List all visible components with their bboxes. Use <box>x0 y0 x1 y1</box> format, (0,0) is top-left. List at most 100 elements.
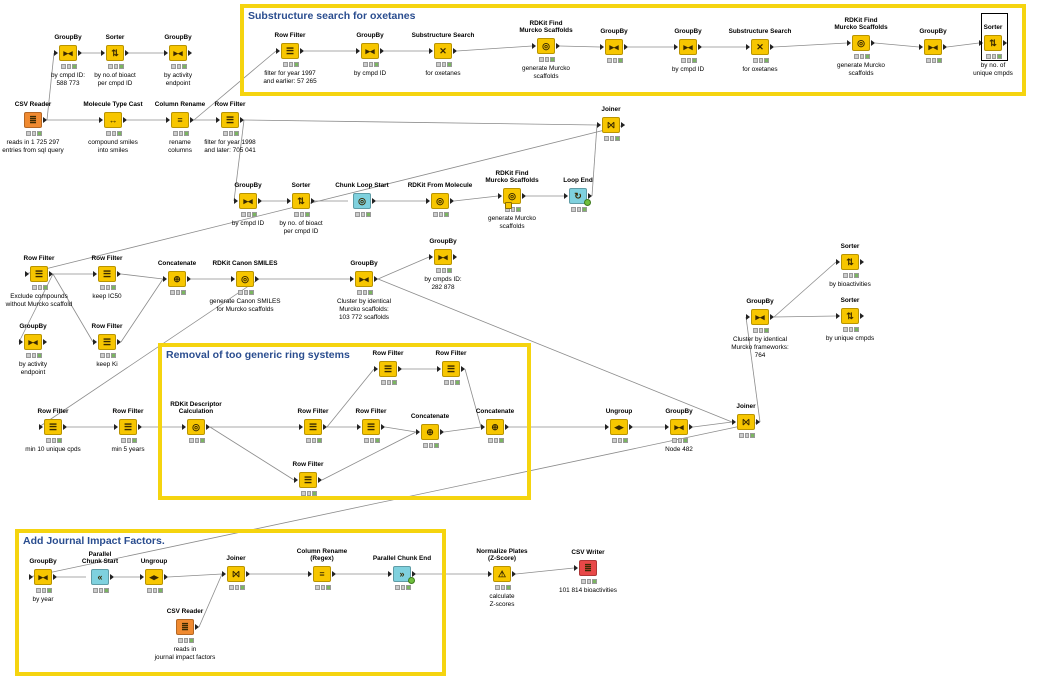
connection-n26-n27[interactable] <box>120 273 164 280</box>
connection-n28-n44[interactable] <box>38 278 260 428</box>
output-port[interactable] <box>770 314 774 320</box>
input-port[interactable] <box>140 574 144 580</box>
connection-n29-n48[interactable] <box>377 278 733 423</box>
ungroup-icon[interactable]: ◂▸ <box>610 419 628 435</box>
connection-n29-n30[interactable] <box>377 256 430 280</box>
connection-n34-n33[interactable] <box>773 261 837 318</box>
output-port[interactable] <box>412 571 416 577</box>
rowfilter-icon[interactable]: ☰ <box>30 266 48 282</box>
node-rdkit[interactable]: RDKit Find Murcko Scaffolds◎generate Mur… <box>462 170 562 230</box>
output-port[interactable] <box>756 419 760 425</box>
input-port[interactable] <box>388 571 392 577</box>
node-groupby[interactable]: GroupBy▸◂Cluster by identical Murcko fra… <box>710 298 810 359</box>
output-port[interactable] <box>63 424 67 430</box>
output-port[interactable] <box>770 44 774 50</box>
connection-n6-n8[interactable] <box>193 50 277 121</box>
rowfilter-icon[interactable]: ☰ <box>299 472 317 488</box>
node-concat[interactable]: Concatenate⊕ <box>380 413 480 448</box>
input-port[interactable] <box>564 193 568 199</box>
groupby-icon[interactable]: ▸◂ <box>605 39 623 55</box>
connection-n57-n52[interactable] <box>198 573 223 628</box>
connection-n43-n41[interactable] <box>321 431 417 481</box>
node-loopend[interactable]: Loop End↻ <box>528 177 628 212</box>
output-port[interactable] <box>195 624 199 630</box>
output-port[interactable] <box>300 48 304 54</box>
connection-n48-n34[interactable] <box>745 316 761 423</box>
output-port[interactable] <box>380 48 384 54</box>
node-sorter[interactable]: Sorter⇅by unique cmpds <box>800 297 900 342</box>
output-port[interactable] <box>512 571 516 577</box>
output-port[interactable] <box>258 198 262 204</box>
connection-n14-n15[interactable] <box>773 42 848 48</box>
node-concat[interactable]: Concatenate⊕ <box>445 408 545 443</box>
node-groupby[interactable]: GroupBy▸◂Node 482 <box>629 408 729 453</box>
input-port[interactable] <box>299 424 303 430</box>
node-concat[interactable]: Concatenate⊕ <box>127 260 227 295</box>
input-port[interactable] <box>847 40 851 46</box>
annotation-box[interactable]: Substructure search for oxetanes <box>240 4 1026 96</box>
connection-n4-n1[interactable] <box>46 52 55 121</box>
node-csvreader[interactable]: CSV Reader≣reads in journal impact facto… <box>135 608 235 661</box>
output-port[interactable] <box>125 50 129 56</box>
node-parend[interactable]: Parallel Chunk End» <box>352 555 452 590</box>
node-sorter[interactable]: Sorter⇅by no. of unique cmpds <box>943 13 1043 77</box>
csvreader-icon[interactable]: ≣ <box>24 112 42 128</box>
input-port[interactable] <box>665 424 669 430</box>
output-port[interactable] <box>240 117 244 123</box>
node-sorter[interactable]: Sorter⇅by no.of bioact per cmpd ID <box>65 34 165 87</box>
input-port[interactable] <box>216 117 220 123</box>
output-port[interactable] <box>110 574 114 580</box>
node-sorter[interactable]: Sorter⇅by no. of bioact per cmpd ID <box>251 182 351 235</box>
rowfilter-icon[interactable]: ☰ <box>379 361 397 377</box>
node-groupby[interactable]: GroupBy▸◂by year <box>0 558 93 603</box>
parend-icon[interactable]: » <box>393 566 411 582</box>
input-port[interactable] <box>746 314 750 320</box>
node-rowfilter[interactable]: Row Filter☰Exclude compounds without Mur… <box>0 255 89 308</box>
node-groupby[interactable]: GroupBy▸◂ <box>883 28 983 63</box>
rowfilter-icon[interactable]: ☰ <box>98 334 116 350</box>
input-port[interactable] <box>99 117 103 123</box>
input-port[interactable] <box>308 571 312 577</box>
input-port[interactable] <box>600 44 604 50</box>
node-rowfilter[interactable]: Row Filter☰keep IC50 <box>57 255 157 300</box>
node-groupby[interactable]: GroupBy▸◂by cmpd ID <box>320 32 420 77</box>
input-port[interactable] <box>532 43 536 49</box>
node-subsearch[interactable]: Substructure Search✕for oxetanes <box>393 32 493 77</box>
rowfilter-icon[interactable]: ☰ <box>119 419 137 435</box>
rdkit-icon[interactable]: ◎ <box>852 35 870 51</box>
input-port[interactable] <box>597 122 601 128</box>
rowfilter-icon[interactable]: ☰ <box>442 361 460 377</box>
node-groupby[interactable]: GroupBy▸◂ <box>564 28 664 63</box>
connection-n18-n25[interactable] <box>24 124 626 275</box>
connection-n41-n42[interactable] <box>443 426 482 433</box>
node-rowfilter[interactable]: Row Filter☰ <box>321 408 421 443</box>
node-rowfilter[interactable]: Row Filter☰min 5 years <box>78 408 178 453</box>
node-groupby[interactable]: GroupBy▸◂by cmpd ID <box>638 28 738 73</box>
output-port[interactable] <box>588 193 592 199</box>
node-cast[interactable]: Molecule Type Cast↔compound smiles into … <box>63 101 163 154</box>
output-port[interactable] <box>629 424 633 430</box>
input-port[interactable] <box>481 424 485 430</box>
input-port[interactable] <box>429 48 433 54</box>
node-ungroup[interactable]: Ungroup◂▸ <box>104 558 204 593</box>
csvreader-icon[interactable]: ≣ <box>176 619 194 635</box>
groupby-icon[interactable]: ▸◂ <box>670 419 688 435</box>
node-rename[interactable]: Column Rename≡rename columns <box>130 101 230 154</box>
subsearch-icon[interactable]: ✕ <box>751 39 769 55</box>
joiner-icon[interactable]: ⨝ <box>737 414 755 430</box>
output-port[interactable] <box>1003 40 1007 46</box>
connection-n39-n36[interactable] <box>326 368 375 428</box>
node-joiner[interactable]: Joiner⨝ <box>696 403 796 438</box>
connection-n11-n12[interactable] <box>559 45 601 48</box>
input-port[interactable] <box>416 429 420 435</box>
sorter-icon[interactable]: ⇅ <box>292 193 310 209</box>
output-port[interactable] <box>698 44 702 50</box>
ungroup-icon[interactable]: ◂▸ <box>145 569 163 585</box>
output-port[interactable] <box>123 117 127 123</box>
output-port[interactable] <box>206 424 210 430</box>
rowfilter-icon[interactable]: ☰ <box>44 419 62 435</box>
input-port[interactable] <box>350 276 354 282</box>
input-port[interactable] <box>357 424 361 430</box>
output-port[interactable] <box>453 48 457 54</box>
input-port[interactable] <box>164 50 168 56</box>
